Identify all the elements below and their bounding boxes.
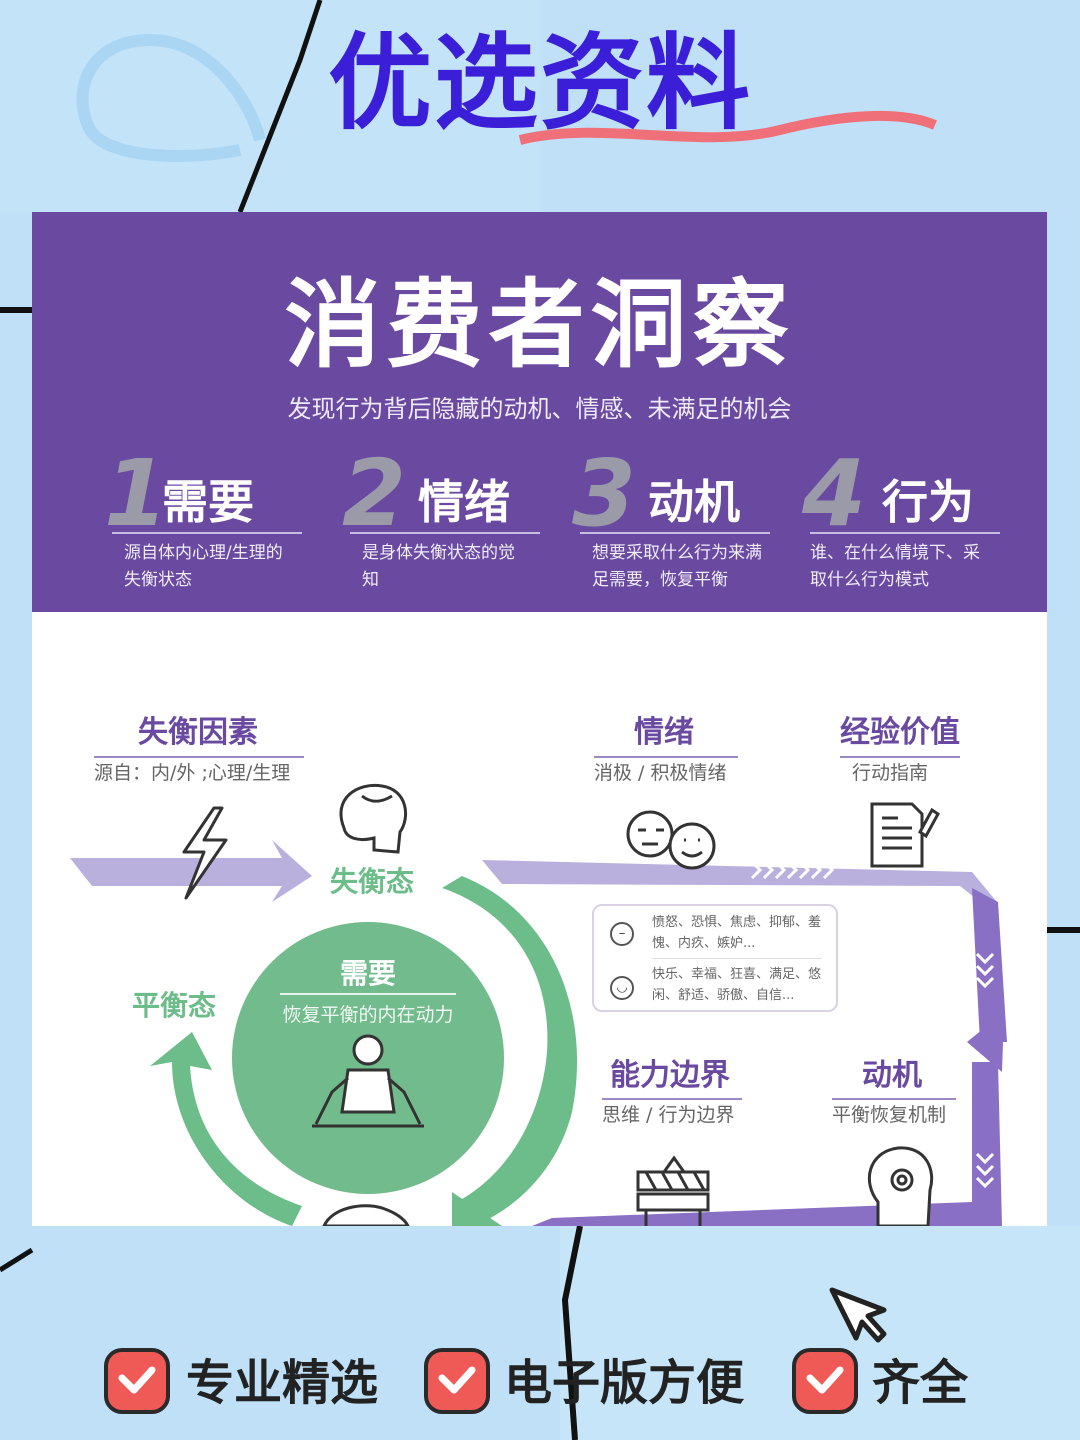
lightning-icon — [182, 806, 228, 900]
divider — [652, 958, 822, 959]
cycle-arrowhead-bottom — [452, 1192, 502, 1226]
check-icon — [792, 1348, 858, 1414]
positive-emotions: 快乐、幸福、狂喜、满足、悠闲、舒适、骄傲、自信... — [652, 967, 822, 1003]
document-icon — [870, 802, 940, 868]
barrier-icon — [636, 1155, 710, 1226]
footer-item-complete: 齐全 — [872, 1355, 969, 1411]
need-sub: 恢复平衡的内在动力 — [282, 1004, 454, 1026]
imbalance-factor-sub: 源自：内/外 ;心理/生理 — [94, 762, 291, 784]
step-label: 需要 — [162, 475, 254, 529]
bottom-head-icon — [322, 1204, 410, 1226]
page-title: 优选资料 — [327, 22, 752, 144]
insight-card: 消费者洞察 发现行为背后隐藏的动机、情感、未满足的机会 1 需要 源自体内心理/… — [32, 212, 1047, 1226]
step-number: 3 — [572, 440, 637, 547]
cycle-arc-left — [150, 1032, 302, 1226]
meditation-icon — [312, 1034, 424, 1128]
emotion-list-box: – 愤怒、恐惧、焦虑、抑郁、羞愧、内疚、嫉妒... ◡ 快乐、幸福、狂喜、满足、… — [592, 904, 838, 1012]
step-divider — [112, 532, 302, 534]
step-divider — [810, 532, 1000, 534]
step-label: 行为 — [882, 475, 974, 529]
step-divider — [580, 532, 770, 534]
motive-sub: 平衡恢复机制 — [832, 1104, 947, 1126]
step-number: 4 — [802, 440, 867, 547]
banner-title: 消费者洞察 — [284, 269, 795, 381]
head-icon — [339, 783, 408, 854]
negative-emotions: 愤怒、恐惧、焦虑、抑郁、羞愧、内疚、嫉妒... — [652, 915, 822, 951]
right-flow-band — [972, 888, 1007, 1042]
step-desc: 是身体失衡状态的觉知 — [362, 543, 515, 590]
step-motive: 3 动机 想要采取什么行为来满足需要，恢复平衡 — [572, 440, 772, 590]
footer-item-electronic: 电子版方便 — [504, 1355, 745, 1411]
step-need: 1 需要 源自体内心理/生理的失衡状态 — [104, 440, 304, 590]
divider — [840, 756, 960, 758]
step-divider — [350, 532, 540, 534]
cursor-icon — [829, 1287, 887, 1343]
happy-face-icon: ◡ — [610, 976, 634, 1000]
step-number: 2 — [342, 440, 407, 547]
experience-sub: 行动指南 — [852, 762, 929, 784]
experience-title: 经验价值 — [840, 715, 960, 750]
step-desc: 谁、在什么情境下、采取什么行为模式 — [810, 543, 980, 590]
top-flow-band — [482, 860, 997, 902]
right-flow-arrow — [967, 1012, 1004, 1072]
banner-subtitle: 发现行为背后隐藏的动机、情感、未满足的机会 — [287, 395, 792, 423]
step-number: 1 — [104, 440, 169, 547]
bottom-flow-band — [532, 1202, 972, 1226]
divider — [594, 756, 738, 758]
right-lower-band — [972, 1062, 1002, 1226]
step-behavior: 4 行为 谁、在什么情境下、采取什么行为模式 — [802, 440, 1002, 590]
check-icon — [424, 1348, 490, 1414]
imbalance-arrow — [70, 840, 312, 902]
balance-state-label: 平衡态 — [132, 989, 217, 1022]
check-icon — [104, 1348, 170, 1414]
insight-cycle-diagram — [70, 783, 1007, 1226]
divider — [832, 1098, 956, 1100]
step-label: 动机 — [648, 475, 740, 529]
sad-face-icon: – — [610, 922, 634, 946]
ability-sub: 思维 / 行为边界 — [602, 1104, 735, 1126]
divider — [602, 1098, 742, 1100]
banner: 消费者洞察 发现行为背后隐藏的动机、情感、未满足的机会 1 需要 源自体内心理/… — [32, 212, 1047, 612]
motive-title: 动机 — [862, 1058, 922, 1093]
divider — [94, 756, 304, 758]
gear-head-icon — [867, 1146, 934, 1226]
step-desc: 想要采取什么行为来满足需要，恢复平衡 — [592, 543, 762, 590]
step-desc: 源自体内心理/生理的失衡状态 — [124, 543, 283, 590]
emotion-sub: 消极 / 积极情绪 — [594, 762, 727, 784]
emotion-title: 情绪 — [634, 715, 694, 750]
need-title: 需要 — [339, 957, 396, 990]
step-emotion: 2 情绪 是身体失衡状态的觉知 — [342, 440, 542, 590]
footer-item-professional: 专业精选 — [186, 1355, 379, 1411]
ability-title: 能力边界 — [610, 1058, 730, 1093]
imbalance-state-label: 失衡态 — [330, 865, 415, 898]
faces-icon — [626, 810, 716, 870]
step-label: 情绪 — [418, 475, 510, 529]
cycle-arc-right — [442, 876, 578, 1226]
imbalance-factor-title: 失衡因素 — [138, 715, 258, 750]
